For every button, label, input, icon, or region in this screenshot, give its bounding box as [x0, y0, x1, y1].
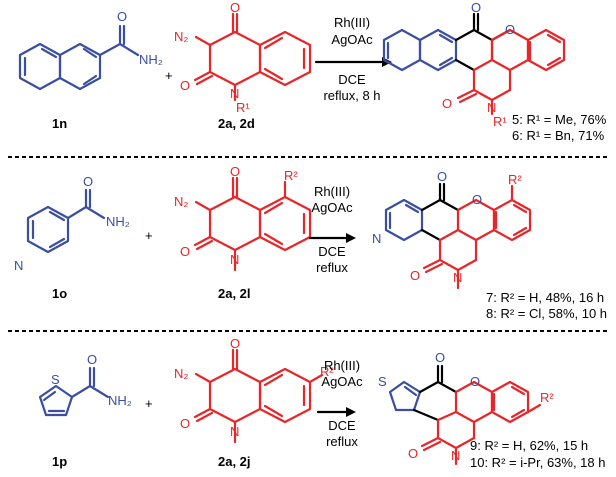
- ketone-o: O: [230, 336, 240, 351]
- pyridine-n: N: [14, 258, 23, 273]
- lactone-o-carbonyl: O: [437, 169, 447, 184]
- lactone-o-ring: O: [505, 22, 515, 37]
- amine-nh2: NH₂: [106, 214, 130, 229]
- condition-temp: reflux, 8 h: [323, 88, 380, 103]
- diazo-label-2a-2d: 2a, 2d: [218, 116, 255, 131]
- amide-o: O: [180, 78, 190, 93]
- product-line-10: 10: R² = i-Pr, 63%, 18 h: [470, 455, 605, 470]
- diazo-2a-2l-structure: O O N N₂ R²: [174, 164, 312, 272]
- condition-additive: AgOAc: [331, 32, 373, 47]
- product-line-5: 5: R¹ = Me, 76%: [512, 112, 607, 127]
- condition-solvent: DCE: [338, 72, 366, 87]
- product-r1: R¹: [493, 114, 507, 129]
- reaction-arrow-2: Rh(III) AgOAc DCE reflux: [308, 184, 356, 275]
- condition-solvent: DCE: [328, 418, 356, 433]
- amide-o: O: [180, 416, 190, 431]
- ring-n: N: [230, 86, 239, 101]
- condition-catalyst: Rh(III): [324, 358, 360, 373]
- amide-1n-structure: O NH₂: [18, 9, 163, 91]
- amide-label-1p: 1p: [52, 454, 67, 469]
- amide-1p-structure: S O NH₂: [38, 352, 132, 417]
- lactone-o-ring: O: [470, 374, 480, 389]
- thiophene-s: S: [51, 372, 60, 387]
- diazo-n2: N₂: [174, 366, 188, 381]
- condition-temp: reflux: [326, 434, 358, 449]
- ring-n: N: [230, 252, 239, 267]
- row-2: O NH₂ N 1o + O O N N₂ R² 2a, 2l: [14, 164, 607, 321]
- amine-nh2: NH₂: [139, 52, 163, 67]
- amide-label-1o: 1o: [52, 286, 67, 301]
- product-7-8-structure: O O N O N R²: [372, 169, 532, 290]
- diazo-n2: N₂: [174, 194, 188, 209]
- row-3: S O NH₂ 1p + O O N N₂ R² 2a, 2j: [38, 336, 605, 470]
- condition-additive: AgOAc: [321, 374, 363, 389]
- product-9-10-structure: S O O O N R²: [378, 350, 554, 466]
- product-5-6-structure: O O O N R¹: [382, 0, 566, 129]
- carbonyl-o: O: [117, 9, 127, 24]
- product-r2: R²: [508, 172, 522, 187]
- ketone-o: O: [230, 164, 240, 179]
- product-n: N: [453, 270, 462, 285]
- product-line-6: 6: R¹ = Bn, 71%: [512, 128, 605, 143]
- carbonyl-o: O: [87, 352, 97, 367]
- lactone-o-carbonyl: O: [435, 350, 445, 365]
- lactone-o-carbonyl: O: [471, 0, 481, 15]
- r1-group: R¹: [236, 100, 250, 115]
- ketone-o: O: [230, 0, 240, 15]
- amide-1o-structure: O NH₂ N: [14, 174, 130, 273]
- carbonyl-o: O: [83, 174, 93, 189]
- diazo-n2: N₂: [174, 29, 188, 44]
- plus-sign: +: [165, 68, 173, 83]
- product-line-8: 8: R² = Cl, 58%, 10 h: [486, 306, 607, 321]
- product-r2: R²: [540, 390, 554, 405]
- row-1: O NH₂ 1n + O O N R¹ N₂ 2a, 2d: [18, 0, 607, 143]
- product-amide-o: O: [442, 96, 452, 111]
- condition-solvent: DCE: [318, 244, 346, 259]
- reaction-arrow-3: Rh(III) AgOAc DCE reflux: [316, 358, 363, 449]
- product-line-7: 7: R² = H, 48%, 16 h: [486, 290, 604, 305]
- diazo-2a-2d-structure: O O N R¹ N₂: [174, 0, 312, 115]
- amine-nh2: NH₂: [108, 393, 132, 408]
- condition-additive: AgOAc: [311, 200, 353, 215]
- diazo-label-2a-2j: 2a, 2j: [218, 454, 251, 469]
- product-n: N: [487, 100, 496, 115]
- thiophene-s: S: [378, 374, 387, 389]
- ring-n: N: [230, 424, 239, 439]
- product-n: N: [451, 448, 460, 463]
- lactone-o-ring: O: [472, 192, 482, 207]
- diazo-label-2a-2l: 2a, 2l: [218, 286, 251, 301]
- diazo-2a-2j-structure: O O N N₂ R²: [174, 336, 334, 444]
- plus-sign: +: [145, 228, 153, 243]
- product-amide-o: O: [410, 268, 420, 283]
- reaction-arrow-1: Rh(III) AgOAc DCE reflux, 8 h: [314, 15, 392, 103]
- amide-label-1n: 1n: [52, 116, 67, 131]
- condition-catalyst: Rh(III): [314, 184, 350, 199]
- condition-catalyst: Rh(III): [334, 15, 370, 30]
- pyridine-n: N: [372, 231, 381, 246]
- product-line-9: 9: R² = H, 62%, 15 h: [470, 438, 588, 453]
- condition-temp: reflux: [316, 260, 348, 275]
- r2-group: R²: [320, 364, 334, 379]
- amide-o: O: [180, 244, 190, 259]
- r2-group: R²: [284, 168, 298, 183]
- plus-sign: +: [145, 396, 153, 411]
- product-amide-o: O: [408, 446, 418, 461]
